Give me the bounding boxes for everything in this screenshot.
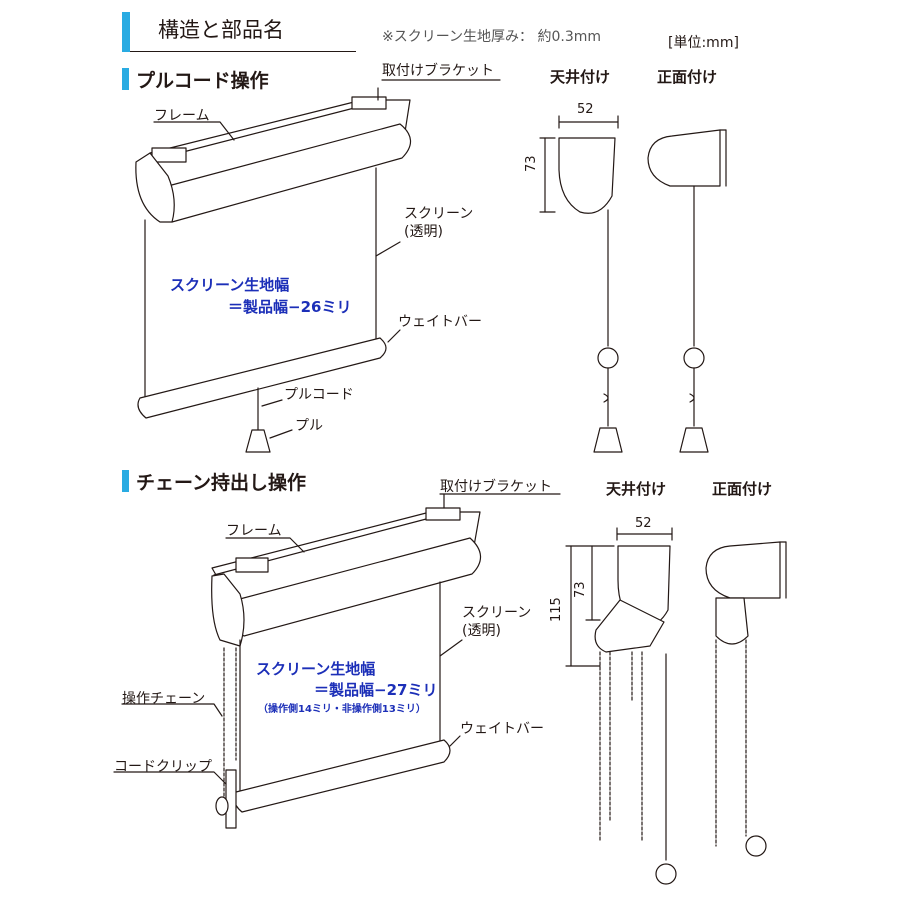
leader-weight-2 [449, 735, 461, 747]
width-note-2c: （操作側14ミリ・非操作側13ミリ） [258, 704, 426, 715]
page-title: 構造と部品名 [158, 18, 284, 42]
bracket-2b [425, 507, 461, 521]
ceiling-side-view-2 [565, 527, 677, 885]
weight-bar-1 [137, 337, 387, 419]
view-front-label-2: 正面付け [712, 480, 773, 498]
label-weight-bar-2: ウェイトバー [460, 721, 544, 737]
title-accent-bar [122, 12, 130, 52]
width-note-1a: スクリーン生地幅 [170, 276, 290, 294]
label-frame-2: フレーム [226, 523, 282, 539]
leader-cord-clip [113, 771, 227, 785]
width-note-2a: スクリーン生地幅 [256, 660, 376, 678]
leader-weight-1 [387, 329, 401, 343]
section-pullcord-bar [122, 68, 129, 90]
operation-chain [223, 647, 237, 801]
thickness-note: ※スクリーン生地厚み： 約0.3mm [382, 29, 602, 45]
pull-handle [245, 429, 271, 453]
label-pull: プル [295, 418, 323, 434]
dim-width-2: 52 [635, 516, 652, 531]
section-chain-bar [122, 470, 129, 492]
label-screen-1: スクリーン [404, 206, 474, 222]
label-pull-cord: プルコード [284, 387, 354, 403]
width-note-2b: ＝製品幅−27ミリ [314, 681, 438, 699]
label-weight-bar-1: ウェイトバー [398, 314, 482, 330]
front-side-view-1 [647, 129, 727, 453]
endcap-1 [135, 152, 175, 223]
label-cord-clip: コードクリップ [114, 759, 212, 775]
chain-blind-illustration [113, 493, 561, 829]
label-screen-2: スクリーン [462, 605, 532, 621]
cord-clip [225, 769, 237, 829]
label-bracket-1: 取付けブラケット [382, 63, 494, 79]
view-ceiling-label-1: 天井付け [550, 68, 611, 86]
leader-pullcord [261, 399, 283, 407]
leader-chain [121, 703, 223, 717]
title-underline [130, 51, 356, 52]
weight-bar-2 [233, 739, 451, 813]
label-frame-1: フレーム [154, 108, 210, 124]
label-screen-sub-2: (透明) [462, 623, 501, 639]
leader-frame-1 [153, 121, 235, 141]
label-screen-sub-1: (透明) [404, 224, 443, 240]
leader-screen-1 [375, 241, 401, 257]
bracket-2a [235, 557, 269, 573]
unit-label: [単位:mm] [668, 35, 739, 51]
dim-width-1: 52 [577, 102, 594, 117]
leader-pull [269, 429, 293, 439]
bracket-1b [351, 96, 387, 110]
section-pullcord-title: プルコード操作 [136, 70, 269, 92]
front-side-view-2 [705, 541, 787, 857]
leader-screen-2 [439, 639, 463, 657]
bracket-1a [151, 147, 187, 163]
leader-frame-2 [225, 537, 305, 553]
ceiling-side-view-1 [539, 115, 623, 453]
width-note-1b: ＝製品幅−26ミリ [228, 298, 352, 316]
section-chain-title: チェーン持出し操作 [136, 472, 307, 494]
view-ceiling-label-2: 天井付け [606, 480, 667, 498]
label-chain: 操作チェーン [122, 691, 206, 707]
view-front-label-1: 正面付け [657, 68, 718, 86]
label-bracket-2: 取付けブラケット [440, 479, 552, 495]
pullcord-blind-illustration [135, 79, 501, 453]
